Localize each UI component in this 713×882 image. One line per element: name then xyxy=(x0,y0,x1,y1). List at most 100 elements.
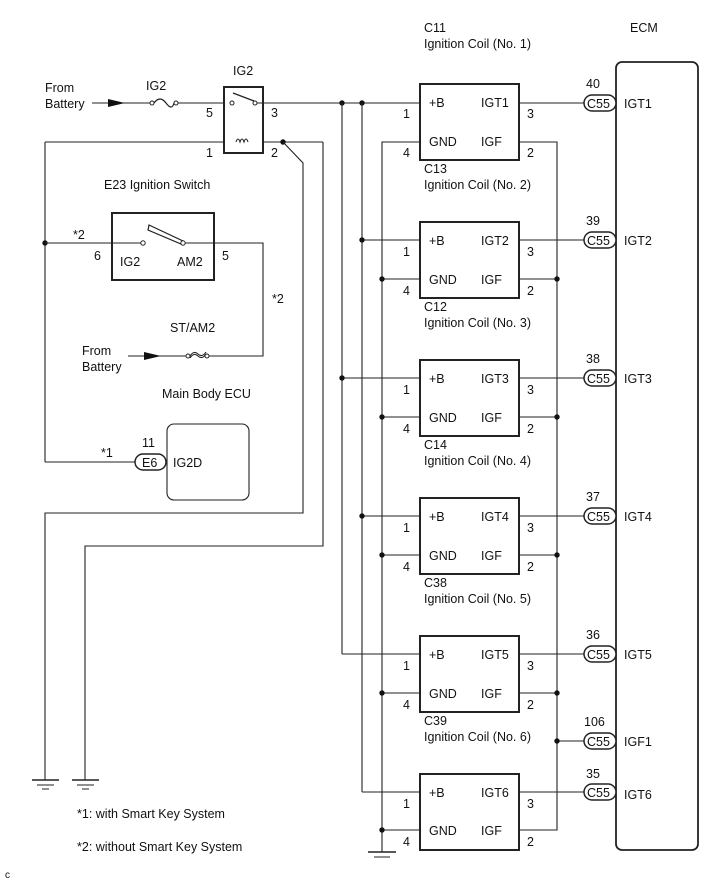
coil-code: C39 xyxy=(424,714,447,728)
connector-e6 xyxy=(134,453,167,471)
ignition-switch-box xyxy=(111,212,215,281)
connector-label: C55 xyxy=(587,648,610,662)
ecm-terminal-igt6: 35 C55 IGT6 xyxy=(519,767,652,802)
coil-box xyxy=(419,359,520,437)
ground-wire-1 xyxy=(44,141,304,775)
note-1: *1: with Smart Key System xyxy=(77,807,225,821)
connector-c55 xyxy=(583,507,617,525)
connector-c55 xyxy=(583,783,617,801)
terminal-b: +B xyxy=(429,234,445,248)
ecm-pin: 106 xyxy=(584,715,605,729)
ignition-coil-1: C11 Ignition Coil (No. 1) +B IGT1 GND IG… xyxy=(403,21,534,161)
ignition-coil-3: C12 Ignition Coil (No. 3) +B IGT3 GND IG… xyxy=(339,300,560,437)
terminal-gnd: GND xyxy=(429,411,457,425)
corner-mark: c xyxy=(5,870,10,881)
pin-igf: 2 xyxy=(527,422,534,436)
junction xyxy=(359,513,365,519)
pin-igf: 2 xyxy=(527,284,534,298)
coil-box xyxy=(419,221,520,299)
relay-pin-1: 1 xyxy=(206,146,213,160)
from-battery-label-2: Battery xyxy=(45,97,85,111)
main-body-ecu-box xyxy=(166,423,250,501)
connector-label: C55 xyxy=(587,735,610,749)
coil-name: Ignition Coil (No. 3) xyxy=(424,316,531,330)
ground-icon xyxy=(32,775,59,790)
terminal-igf: IGF xyxy=(481,411,502,425)
ignition-coil-4: C14 Ignition Coil (No. 4) +B IGT4 GND IG… xyxy=(359,438,560,575)
coil-code: C11 xyxy=(424,21,446,35)
ecm-pin: 38 xyxy=(586,352,600,366)
terminal-igf: IGF xyxy=(481,135,502,149)
terminal-gnd: GND xyxy=(429,549,457,563)
terminal-b: +B xyxy=(429,372,445,386)
terminal-igt: IGT2 xyxy=(481,234,509,248)
relay-pin-2: 2 xyxy=(271,146,278,160)
st-am2-fuse-label: ST/AM2 xyxy=(170,321,215,335)
terminal-igf: IGF xyxy=(481,273,502,287)
ecm-terminal-name: IGT1 xyxy=(624,97,652,111)
ecm-terminal-name: IGT3 xyxy=(624,372,652,386)
ground-icon xyxy=(368,851,396,858)
pin-b: 1 xyxy=(403,521,410,535)
coil-code: C13 xyxy=(424,162,447,176)
gnd-bus xyxy=(381,141,420,846)
ig2-relay-label: IG2 xyxy=(233,64,253,78)
pin-gnd: 4 xyxy=(403,835,410,849)
ecm-pin: 36 xyxy=(586,628,600,642)
note-2: *2: without Smart Key System xyxy=(77,840,242,854)
fuse-icon xyxy=(149,98,179,108)
from-battery-label-1: From xyxy=(45,81,74,95)
junction xyxy=(554,276,560,282)
terminal-igt: IGT3 xyxy=(481,372,509,386)
junction xyxy=(554,738,560,744)
terminal-b: +B xyxy=(429,786,445,800)
pin-b: 1 xyxy=(403,383,410,397)
from-battery-label-4: Battery xyxy=(82,360,122,374)
ecm-terminal-igf1: 106 C55 IGF1 xyxy=(554,715,652,750)
pin-igt: 3 xyxy=(527,521,534,535)
pin-gnd: 4 xyxy=(403,698,410,712)
coil-name: Ignition Coil (No. 5) xyxy=(424,592,531,606)
coil-name: Ignition Coil (No. 1) xyxy=(424,37,531,51)
junction xyxy=(359,237,365,243)
ecm-terminal-igt1: 40 C55 IGT1 xyxy=(519,77,652,112)
arrow-icon xyxy=(108,99,125,107)
relay-coil-icon xyxy=(235,138,249,144)
connector-label: C55 xyxy=(587,234,610,248)
pin-igt: 3 xyxy=(527,797,534,811)
ecm-box xyxy=(615,61,699,851)
terminal-igf: IGF xyxy=(481,687,502,701)
connector-c55 xyxy=(583,645,617,663)
terminal-igt: IGT6 xyxy=(481,786,509,800)
pin-igt: 3 xyxy=(527,245,534,259)
pin-b: 1 xyxy=(403,659,410,673)
arrow-icon xyxy=(144,352,161,360)
terminal-gnd: GND xyxy=(429,135,457,149)
terminal-igf: IGF xyxy=(481,824,502,838)
ignition-switch-contact-icon xyxy=(140,224,186,246)
from-battery-label-3: From xyxy=(82,344,111,358)
note-star2-right: *2 xyxy=(272,292,284,306)
junction xyxy=(379,827,385,833)
connector-e6-label: E6 xyxy=(142,456,157,470)
ecm-terminal-name: IGF1 xyxy=(624,735,652,749)
junction xyxy=(379,690,385,696)
connector-label: C55 xyxy=(587,786,610,800)
ig-switch-pin-6: 6 xyxy=(94,249,101,263)
pin-b: 1 xyxy=(403,245,410,259)
coil-name: Ignition Coil (No. 6) xyxy=(424,730,531,744)
ecm-pin: 39 xyxy=(586,214,600,228)
pin-igt: 3 xyxy=(527,659,534,673)
terminal-b: +B xyxy=(429,648,445,662)
pin-b: 1 xyxy=(403,107,410,121)
coil-name: Ignition Coil (No. 2) xyxy=(424,178,531,192)
terminal-igt: IGT4 xyxy=(481,510,509,524)
junction xyxy=(339,375,345,381)
pin-gnd: 4 xyxy=(403,560,410,574)
ecm-terminal-igt3: 38 C55 IGT3 xyxy=(519,352,652,387)
pin-gnd: 4 xyxy=(403,284,410,298)
junction xyxy=(379,552,385,558)
ig2d-terminal: IG2D xyxy=(173,456,202,470)
coil-box xyxy=(419,497,520,575)
